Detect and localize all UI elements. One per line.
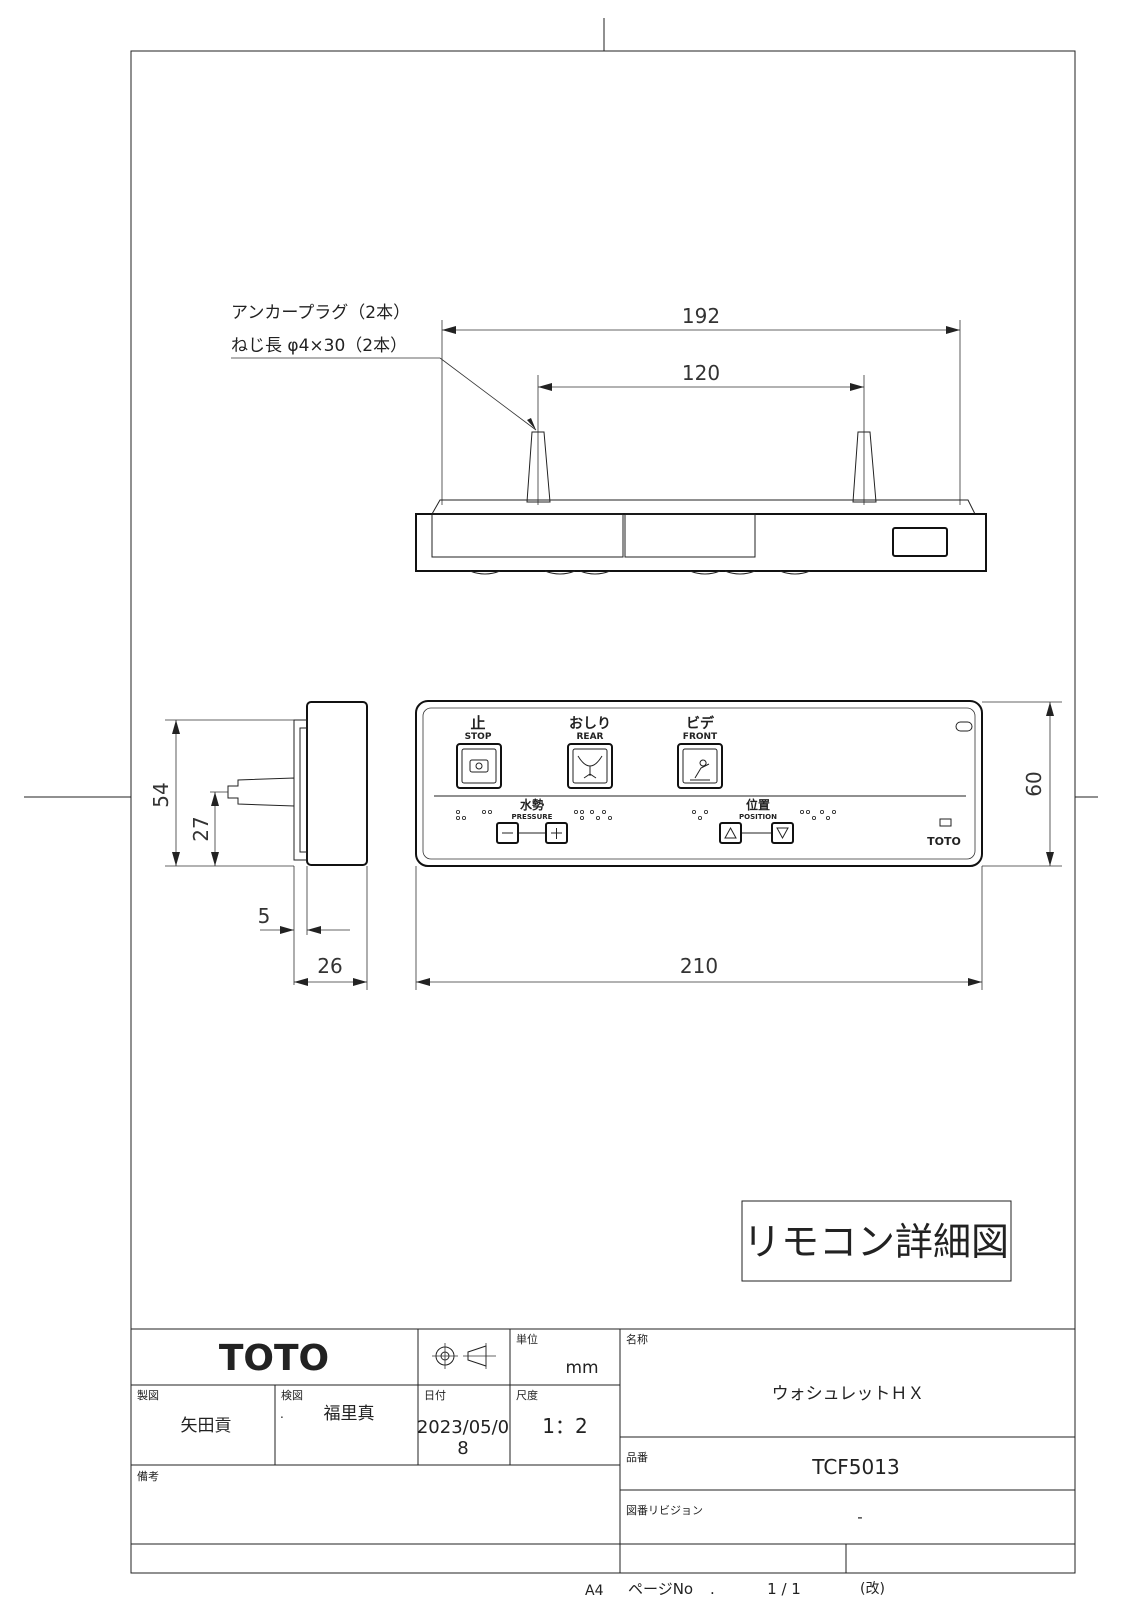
part-label: 品番 [626, 1451, 648, 1464]
remote-top-body [415, 513, 987, 572]
dim-120: 120 [682, 361, 720, 385]
rear-label-en: REAR [577, 732, 604, 742]
name-label: 名称 [626, 1332, 648, 1346]
stop-button[interactable] [456, 743, 502, 789]
battery-icon [939, 818, 952, 827]
unit-label: 単位 [516, 1332, 538, 1346]
plus-icon [551, 828, 562, 839]
date-value-2: 8 [457, 1438, 468, 1459]
callout-arrow [527, 418, 536, 430]
drawn-value: 矢田貢 [181, 1416, 232, 1436]
paper-size: A4 [585, 1583, 604, 1599]
revision-value: - [857, 1508, 862, 1526]
side-view: 54 27 5 26 [149, 701, 368, 990]
dim-26: 26 [317, 954, 342, 978]
checked-value: 福里真 [324, 1404, 375, 1424]
position-down-button[interactable] [771, 822, 794, 844]
ir-window [955, 721, 973, 732]
scale-value: 1：2 [542, 1414, 587, 1438]
sheet-frame [130, 50, 1076, 1574]
triangle-down-icon [776, 827, 789, 840]
top-window [892, 527, 948, 557]
dim-27: 27 [189, 816, 213, 841]
triangle-up-icon [724, 826, 737, 839]
side-body [306, 701, 368, 866]
top-view: アンカープラグ（2本） ねじ長 φ4×30（2本） 192 120 [231, 303, 987, 575]
drawing-title-box [741, 1200, 1012, 1282]
revision-label: 図番リビジョン [626, 1504, 703, 1517]
part-value: TCF5013 [811, 1455, 899, 1479]
rev-mark: (改) [860, 1581, 885, 1597]
front-view: 止 STOP おしり REAR ビデ FRONT 水勢 PRESSURE [415, 700, 1062, 990]
top-panel-right [624, 513, 756, 558]
checked-label: 検図 [281, 1388, 303, 1402]
stop-label-en: STOP [465, 732, 492, 742]
drawing-title: リモコン詳細図 [743, 1220, 1009, 1264]
pressure-minus-button[interactable] [496, 822, 519, 844]
checked-mark: . [280, 1407, 284, 1421]
position-up-button[interactable] [719, 822, 742, 844]
position-label: 位置 [746, 797, 770, 812]
dim-5: 5 [258, 904, 271, 928]
dim-54: 54 [149, 782, 173, 807]
rear-button[interactable] [567, 743, 613, 789]
top-panel-left [431, 513, 624, 558]
dim-192: 192 [682, 304, 720, 328]
pressure-label: 水勢 [520, 797, 544, 812]
page-dot: . [710, 1580, 715, 1598]
callout-line1: アンカープラグ（2本） [231, 303, 410, 323]
side-anchor [227, 777, 295, 807]
date-label: 日付 [424, 1389, 446, 1402]
page-value: 1 / 1 [767, 1580, 801, 1598]
callout-line2: ねじ長 φ4×30（2本） [231, 336, 407, 356]
pressure-plus-button[interactable] [545, 822, 568, 844]
front-wash-icon [690, 759, 710, 781]
date-value-1: 2023/05/0 [417, 1417, 509, 1438]
dim-60: 60 [1022, 771, 1046, 796]
unit-value: mm [565, 1358, 598, 1378]
anchor-plug-left [526, 431, 551, 503]
front-label: ビデ [686, 715, 715, 732]
titleblock-brand: TOTO [219, 1338, 329, 1379]
stop-label: 止 [470, 714, 485, 732]
front-button[interactable] [677, 743, 723, 789]
rear-label: おしり [569, 716, 611, 732]
notes-label: 備考 [137, 1470, 159, 1483]
anchor-plug-right [852, 431, 877, 503]
callout-leader [439, 357, 537, 431]
front-label-en: FRONT [683, 732, 718, 742]
pressure-label-en: PRESSURE [512, 813, 553, 821]
name-value: ウォシュレットＨＸ [772, 1384, 925, 1404]
projection-symbol-icon [432, 1343, 496, 1369]
remote-front-body [415, 700, 983, 867]
rear-wash-icon [577, 755, 603, 779]
braille-dots [455, 810, 837, 821]
drawn-label: 製図 [137, 1388, 159, 1402]
scale-label: 尺度 [516, 1388, 538, 1402]
page-label: ページNo [628, 1580, 693, 1598]
dim-210: 210 [680, 954, 718, 978]
stop-icon [469, 759, 489, 773]
title-block: TOTO 単位 mm 名称 ウォシュレットＨＸ 製図 矢田貢 検図 . 福里真 … [131, 1328, 1075, 1599]
remote-brand: TOTO [927, 835, 961, 848]
position-label-en: POSITION [739, 813, 777, 821]
